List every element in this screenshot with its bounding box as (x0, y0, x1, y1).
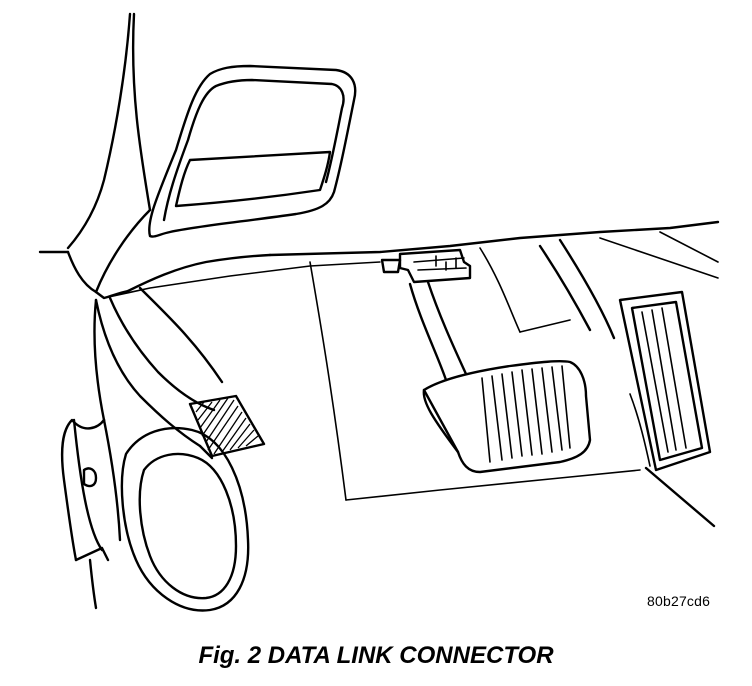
brake-pad-ribs (481, 365, 571, 463)
panel-compartment (148, 64, 357, 238)
data-link-connector (380, 248, 472, 284)
kick-panel (94, 286, 266, 460)
figure-caption: Fig. 2 DATA LINK CONNECTOR (198, 642, 554, 669)
accelerator-pedal (618, 290, 716, 528)
floor-opening (120, 426, 250, 612)
instrument-panel (38, 12, 720, 300)
door-pillar (60, 298, 122, 610)
hatched-block (188, 394, 266, 458)
figure-code: 80b27cd6 (647, 593, 711, 609)
under-dash (309, 231, 719, 501)
brake-pedal (408, 280, 592, 474)
